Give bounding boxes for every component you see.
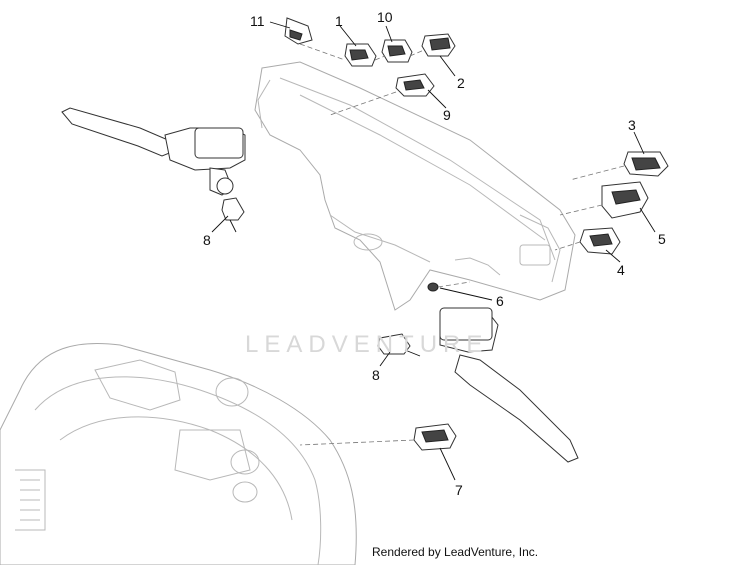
callout-1: 1 bbox=[335, 13, 343, 29]
switch-4 bbox=[579, 227, 621, 255]
switch-3 bbox=[623, 151, 669, 177]
bulb-8-upper bbox=[221, 197, 245, 233]
screw-6 bbox=[427, 282, 439, 292]
switch-9 bbox=[395, 73, 435, 97]
switch-5 bbox=[601, 181, 649, 219]
callout-11: 11 bbox=[250, 13, 265, 29]
callout-8-lower: 8 bbox=[372, 367, 380, 383]
callout-4: 4 bbox=[617, 262, 625, 278]
callout-7: 7 bbox=[455, 482, 463, 498]
watermark: LEADVENTURE bbox=[245, 331, 488, 358]
assembly-lines bbox=[299, 43, 625, 446]
callout-3: 3 bbox=[628, 117, 636, 133]
handlebar-cover bbox=[254, 61, 576, 311]
front-body bbox=[0, 342, 357, 565]
switch-1 bbox=[344, 43, 377, 67]
credit-text: Rendered by LeadVenture, Inc. bbox=[372, 545, 538, 559]
callout-10: 10 bbox=[377, 9, 393, 25]
switch-7 bbox=[413, 423, 457, 451]
switch-11 bbox=[284, 17, 313, 45]
callout-8-upper: 8 bbox=[203, 232, 211, 248]
left-brake-lever bbox=[61, 107, 246, 196]
callout-labels: 11 1 10 2 9 3 5 4 8 6 8 7 bbox=[203, 9, 666, 498]
callout-9: 9 bbox=[443, 107, 451, 123]
callout-2: 2 bbox=[457, 75, 465, 91]
switch-10 bbox=[381, 39, 413, 63]
callout-leaders bbox=[211, 21, 656, 481]
bulb-8-lower bbox=[377, 333, 421, 357]
right-brake-lever bbox=[439, 307, 579, 463]
callout-6: 6 bbox=[496, 293, 504, 309]
switch-2 bbox=[421, 33, 456, 57]
callout-5: 5 bbox=[658, 231, 666, 247]
